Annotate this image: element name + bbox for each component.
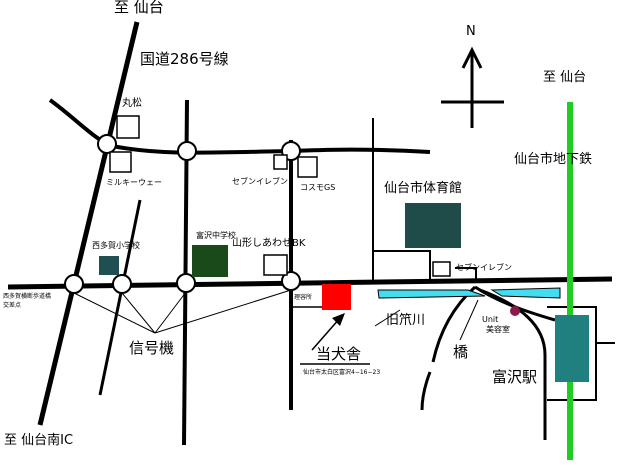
- marumatsu-building: [116, 115, 140, 139]
- milky-way-building: [109, 151, 132, 173]
- tomizawa-station-building: [555, 315, 589, 382]
- signal-2: [177, 141, 197, 161]
- label-milky-way: ミルキーウェー: [106, 178, 162, 187]
- label-nishitaga-crossing: 西多賀横断歩道橋: [3, 293, 52, 300]
- label-signals: 信号機: [129, 339, 175, 357]
- road-south-curve: [420, 285, 556, 411]
- kennel-building: [322, 284, 351, 310]
- label-subway: 仙台市地下鉄: [514, 152, 593, 167]
- label-to-sendai-top: 至 仙台: [114, 0, 164, 16]
- label-crossing-point: 交差点: [3, 302, 22, 309]
- label-nishitaga-elementary: 西多賀小学校: [92, 241, 140, 250]
- north-arrow-icon: [441, 46, 504, 128]
- seven-eleven-top-building: [273, 154, 288, 170]
- road-station-access: [479, 288, 547, 440]
- label-gymnasium: 仙台市体育館: [384, 181, 463, 196]
- label-marumatsu: 丸松: [122, 98, 142, 109]
- signal-5: [112, 274, 132, 294]
- label-route-286: 国道286号線: [140, 50, 229, 68]
- label-kyu-kasagawa: 旧笊川: [386, 313, 426, 328]
- kennel-leader-head: [332, 313, 345, 326]
- nishitaga-elementary-building: [99, 256, 119, 275]
- north-label: N: [466, 24, 476, 39]
- label-barber: 理容所: [294, 294, 313, 301]
- river-kyu-kasagawa: [377, 289, 486, 299]
- label-cosmo-gs: コスモGS: [300, 183, 336, 192]
- yamagata-bank-building: [263, 254, 288, 276]
- road-salon-branch: [455, 267, 477, 282]
- label-address: 仙台市太白区富沢4−16−23: [303, 369, 381, 376]
- label-yamagata-bank: 山形しあわせBK: [232, 238, 306, 249]
- label-seven-eleven-top: セブンイレブン: [232, 177, 288, 186]
- river-leader: [374, 309, 401, 327]
- signal-pointer-lines: [73, 289, 292, 334]
- road-gym-access: [373, 250, 431, 282]
- signal-1: [97, 134, 117, 154]
- beauty-salon-marker: [510, 306, 520, 316]
- gymnasium-building: [405, 203, 461, 248]
- kennel-leader: [311, 317, 341, 351]
- label-seven-eleven-mid: セブンイレブン: [456, 263, 512, 272]
- bridge-leader: [459, 299, 479, 341]
- label-tomizawa-station: 富沢駅: [492, 368, 538, 386]
- seven-eleven-mid-building: [432, 261, 451, 277]
- road-diagonal-thin: [98, 199, 142, 396]
- label-to-sendai-right: 至 仙台: [543, 70, 587, 85]
- signal-4: [64, 274, 84, 294]
- tomizawa-junior-high-building: [192, 245, 228, 277]
- road-route286: [111, 144, 431, 155]
- label-to-sendai-minami-ic: 至 仙台南IC: [4, 433, 74, 448]
- label-bridge: 橋: [453, 343, 469, 361]
- road-main: [7, 276, 613, 290]
- cosmo-gs-building: [297, 156, 318, 178]
- label-unit: Unit: [482, 315, 499, 324]
- label-our-kennel: 当犬舎: [316, 345, 362, 363]
- label-tomizawa-junior-high: 富沢中学校: [196, 231, 236, 240]
- road-diagonal-highway: [37, 21, 140, 426]
- river-kyu-kasagawa-east: [490, 287, 561, 299]
- label-beauty-salon: 美容室: [486, 325, 510, 334]
